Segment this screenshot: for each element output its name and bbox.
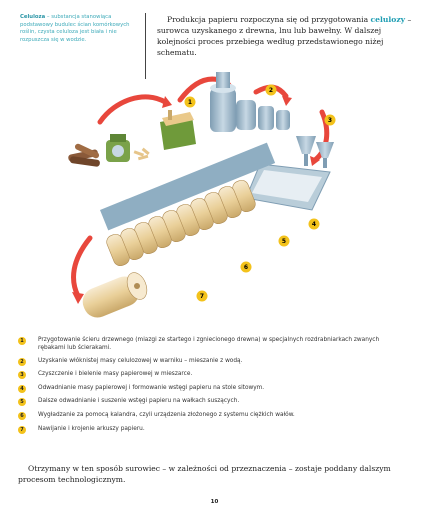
marker-6: 6: [240, 261, 252, 273]
pulp-bin-icon: [160, 110, 196, 150]
step-badge: 7: [18, 425, 26, 434]
intro-text-after: – surowca uzyskanego z drewna, lnu lub b…: [157, 15, 412, 57]
marker-label: 2: [269, 87, 273, 94]
marker-3: 3: [324, 114, 336, 126]
step-badge: 2: [18, 357, 26, 366]
divider: [145, 13, 146, 79]
wood-chips-icon: [133, 147, 150, 161]
mixer-funnel-icon: [296, 136, 334, 168]
step-text: Uzyskanie włóknistej masy celulozowej w …: [38, 357, 243, 364]
intro-text-before: Produkcja papieru rozpoczyna się od przy…: [167, 15, 371, 24]
marker-1: 1: [184, 96, 196, 108]
intro-paragraph: Produkcja papieru rozpoczyna się od przy…: [157, 14, 412, 58]
step-text: Odwadnianie masy papierowej i formowanie…: [38, 384, 265, 391]
marker-7: 7: [196, 290, 208, 302]
list-item: 2 Uzyskanie włóknistej masy celulozowej …: [18, 357, 408, 366]
drying-rollers: [100, 142, 276, 267]
marker-label: 1: [188, 99, 192, 106]
grinder-icon: [106, 134, 130, 162]
logs-icon: [68, 143, 100, 167]
list-item: 1 Przygotowanie ścieru drzewnego (miazgi…: [18, 336, 408, 352]
step-badge: 4: [18, 384, 26, 393]
marker-label: 7: [200, 293, 204, 300]
marker-label: 6: [244, 264, 248, 271]
step-text: Wygładzanie za pomocą kalandra, czyli ur…: [38, 411, 295, 418]
definition-text: – substancja stanowiąca podstawowy budul…: [20, 14, 130, 43]
step-badge: 6: [18, 411, 26, 420]
list-item: 6 Wygładzanie za pomocą kalandra, czyli …: [18, 411, 408, 420]
definition-term: Celuloza: [20, 14, 46, 20]
marker-label: 4: [312, 221, 316, 228]
closing-paragraph: Otrzymany w ten sposób surowiec – w zale…: [18, 464, 391, 484]
step-badge: 5: [18, 398, 26, 407]
sieve-table: [245, 163, 331, 211]
list-item: 3 Czyszczenie i bielenie masy papierowej…: [18, 370, 408, 380]
list-item: 5 Dalsze odwadnianie i suszenie wstęgi p…: [18, 397, 408, 407]
step-text: Dalsze odwadnianie i suszenie wstęgi pap…: [38, 398, 240, 405]
paper-production-diagram: 1 2 3 4 5 6 7: [68, 72, 336, 318]
marker-5: 5: [278, 235, 290, 247]
step-text: Nawijanie i krojenie arkuszy papieru.: [38, 425, 145, 432]
marker-2: 2: [265, 84, 277, 96]
sidebar-definition: Celuloza – substancja stanowiąca podstaw…: [20, 14, 138, 44]
step-badge: 3: [18, 371, 26, 380]
marker-label: 3: [328, 117, 332, 124]
step-text: Przygotowanie ścieru drzewnego (miazgi z…: [38, 337, 380, 351]
digester-tank-icon: [210, 72, 290, 132]
step-markers: 1 2 3 4 5 6 7: [184, 84, 336, 302]
marker-4: 4: [308, 218, 320, 230]
paper-roll-icon: [82, 272, 148, 318]
intro-highlight: celulozy: [370, 15, 406, 24]
page-number: 10: [210, 499, 219, 505]
steps-list: 1 Przygotowanie ścieru drzewnego (miazgi…: [18, 336, 408, 438]
step-text: Czyszczenie i bielenie masy papierowej w…: [38, 371, 193, 378]
list-item: 7 Nawijanie i krojenie arkuszy papieru.: [18, 425, 408, 434]
step-badge: 1: [18, 337, 26, 345]
list-item: 4 Odwadnianie masy papierowej i formowan…: [18, 384, 408, 393]
marker-label: 5: [282, 238, 286, 245]
